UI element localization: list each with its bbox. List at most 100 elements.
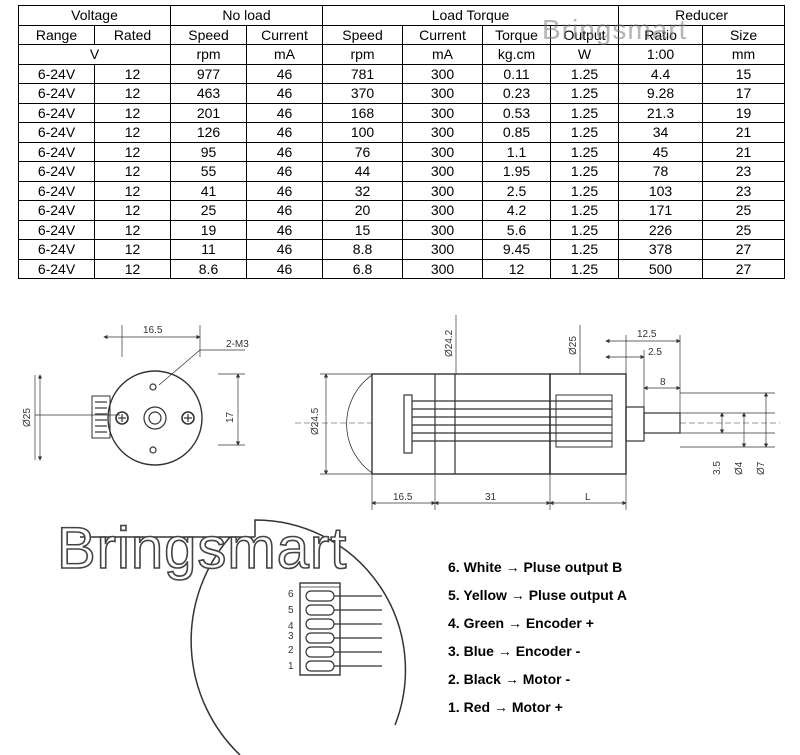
arrow-icon: →: [497, 643, 512, 659]
table-cell: 0.85: [482, 122, 552, 143]
unit-cell: kg.cm: [482, 44, 552, 65]
wire-pin: 3.: [448, 643, 460, 659]
wire-pin: 6.: [448, 559, 460, 575]
table-cell: 12: [94, 122, 171, 143]
wire-item: 2. Black → Motor -: [448, 665, 627, 693]
table-cell: 46: [245, 63, 324, 84]
side-view: [295, 315, 780, 510]
arrow-icon: →: [504, 671, 519, 687]
group-header-no-load: No load: [169, 5, 324, 26]
wire-function: Pluse output A: [528, 587, 627, 603]
unit-cell: W: [550, 44, 620, 65]
arrow-icon: →: [493, 699, 508, 715]
pin-label: 1: [288, 661, 294, 672]
wire-pin: 2.: [448, 671, 460, 687]
table-cell: 78: [618, 161, 704, 182]
unit-cell: 1:00: [618, 44, 704, 65]
table-cell: 6-24V: [18, 161, 95, 182]
shaft-3-5: 3.5: [712, 461, 723, 475]
unit-cell: rpm: [170, 44, 247, 65]
table-cell: 46: [245, 83, 324, 104]
len-L: L: [585, 492, 591, 503]
pin-label: 4: [288, 621, 294, 632]
arrow-icon: →: [505, 559, 520, 575]
table-cell: 1.25: [550, 161, 620, 182]
table-cell: 12: [94, 200, 171, 221]
column-header: Current: [402, 24, 484, 45]
table-cell: 1.25: [550, 258, 620, 279]
wire-color: White: [463, 559, 502, 575]
table-cell: 46: [245, 161, 324, 182]
table-cell: 1.25: [550, 141, 620, 162]
motor-spec-table: Voltage No load Load Torque Reducer Rang…: [18, 5, 786, 279]
table-cell: 300: [402, 200, 484, 221]
table-cell: 6-24V: [18, 83, 95, 104]
wire-item: 6. White → Pluse output B: [448, 553, 627, 581]
wire-function: Pluse output B: [523, 559, 623, 575]
table-cell: 168: [322, 102, 404, 123]
table-cell: 370: [322, 83, 404, 104]
table-cell: 46: [245, 102, 324, 123]
table-cell: 300: [402, 83, 484, 104]
front-hole-label: 2-M3: [226, 339, 249, 350]
front-height-dim: 17: [225, 411, 236, 423]
table-cell: 25: [702, 219, 786, 240]
table-cell: 300: [402, 102, 484, 123]
side-diameter-top: Ø24.2: [444, 329, 455, 357]
table-cell: 201: [170, 102, 247, 123]
len-31: 31: [485, 492, 497, 503]
table-cell: 6-24V: [18, 200, 95, 221]
table-cell: 11: [170, 239, 247, 260]
side-diameter-gear: Ø25: [568, 336, 579, 355]
table-cell: 46: [245, 122, 324, 143]
table-cell: 6-24V: [18, 63, 95, 84]
shaft-d7: Ø7: [756, 461, 767, 475]
table-cell: 226: [618, 219, 704, 240]
wire-item: 4. Green → Encoder +: [448, 609, 627, 637]
table-cell: 32: [322, 180, 404, 201]
table-cell: 0.11: [482, 63, 552, 84]
table-cell: 46: [245, 180, 324, 201]
table-cell: 300: [402, 180, 484, 201]
table-cell: 300: [402, 239, 484, 260]
table-cell: 5.6: [482, 219, 552, 240]
watermark-large: Bringsmart: [56, 515, 348, 582]
table-cell: 300: [402, 141, 484, 162]
table-cell: 12: [482, 258, 552, 279]
unit-cell: mA: [402, 44, 484, 65]
table-cell: 0.23: [482, 83, 552, 104]
table-cell: 21.3: [618, 102, 704, 123]
table-cell: 300: [402, 219, 484, 240]
wire-pin: 1.: [448, 699, 460, 715]
table-cell: 25: [702, 200, 786, 221]
table-cell: 44: [322, 161, 404, 182]
table-cell: 27: [702, 239, 786, 260]
wire-color: Red: [463, 699, 491, 715]
unit-cell: mA: [245, 44, 324, 65]
column-header: Rated: [94, 24, 171, 45]
table-cell: 100: [322, 122, 404, 143]
table-cell: 12: [94, 219, 171, 240]
pin-label: 3: [288, 631, 294, 642]
table-cell: 12: [94, 63, 171, 84]
column-header: Speed: [170, 24, 247, 45]
table-cell: 6-24V: [18, 102, 95, 123]
table-cell: 46: [245, 141, 324, 162]
table-cell: 1.25: [550, 63, 620, 84]
table-cell: 300: [402, 258, 484, 279]
table-cell: 46: [245, 219, 324, 240]
table-cell: 1.95: [482, 161, 552, 182]
table-cell: 12: [94, 161, 171, 182]
side-diameter-body: Ø24.5: [310, 407, 321, 435]
table-cell: 1.25: [550, 102, 620, 123]
unit-cell: V: [18, 44, 171, 65]
table-cell: 1.1: [482, 141, 552, 162]
